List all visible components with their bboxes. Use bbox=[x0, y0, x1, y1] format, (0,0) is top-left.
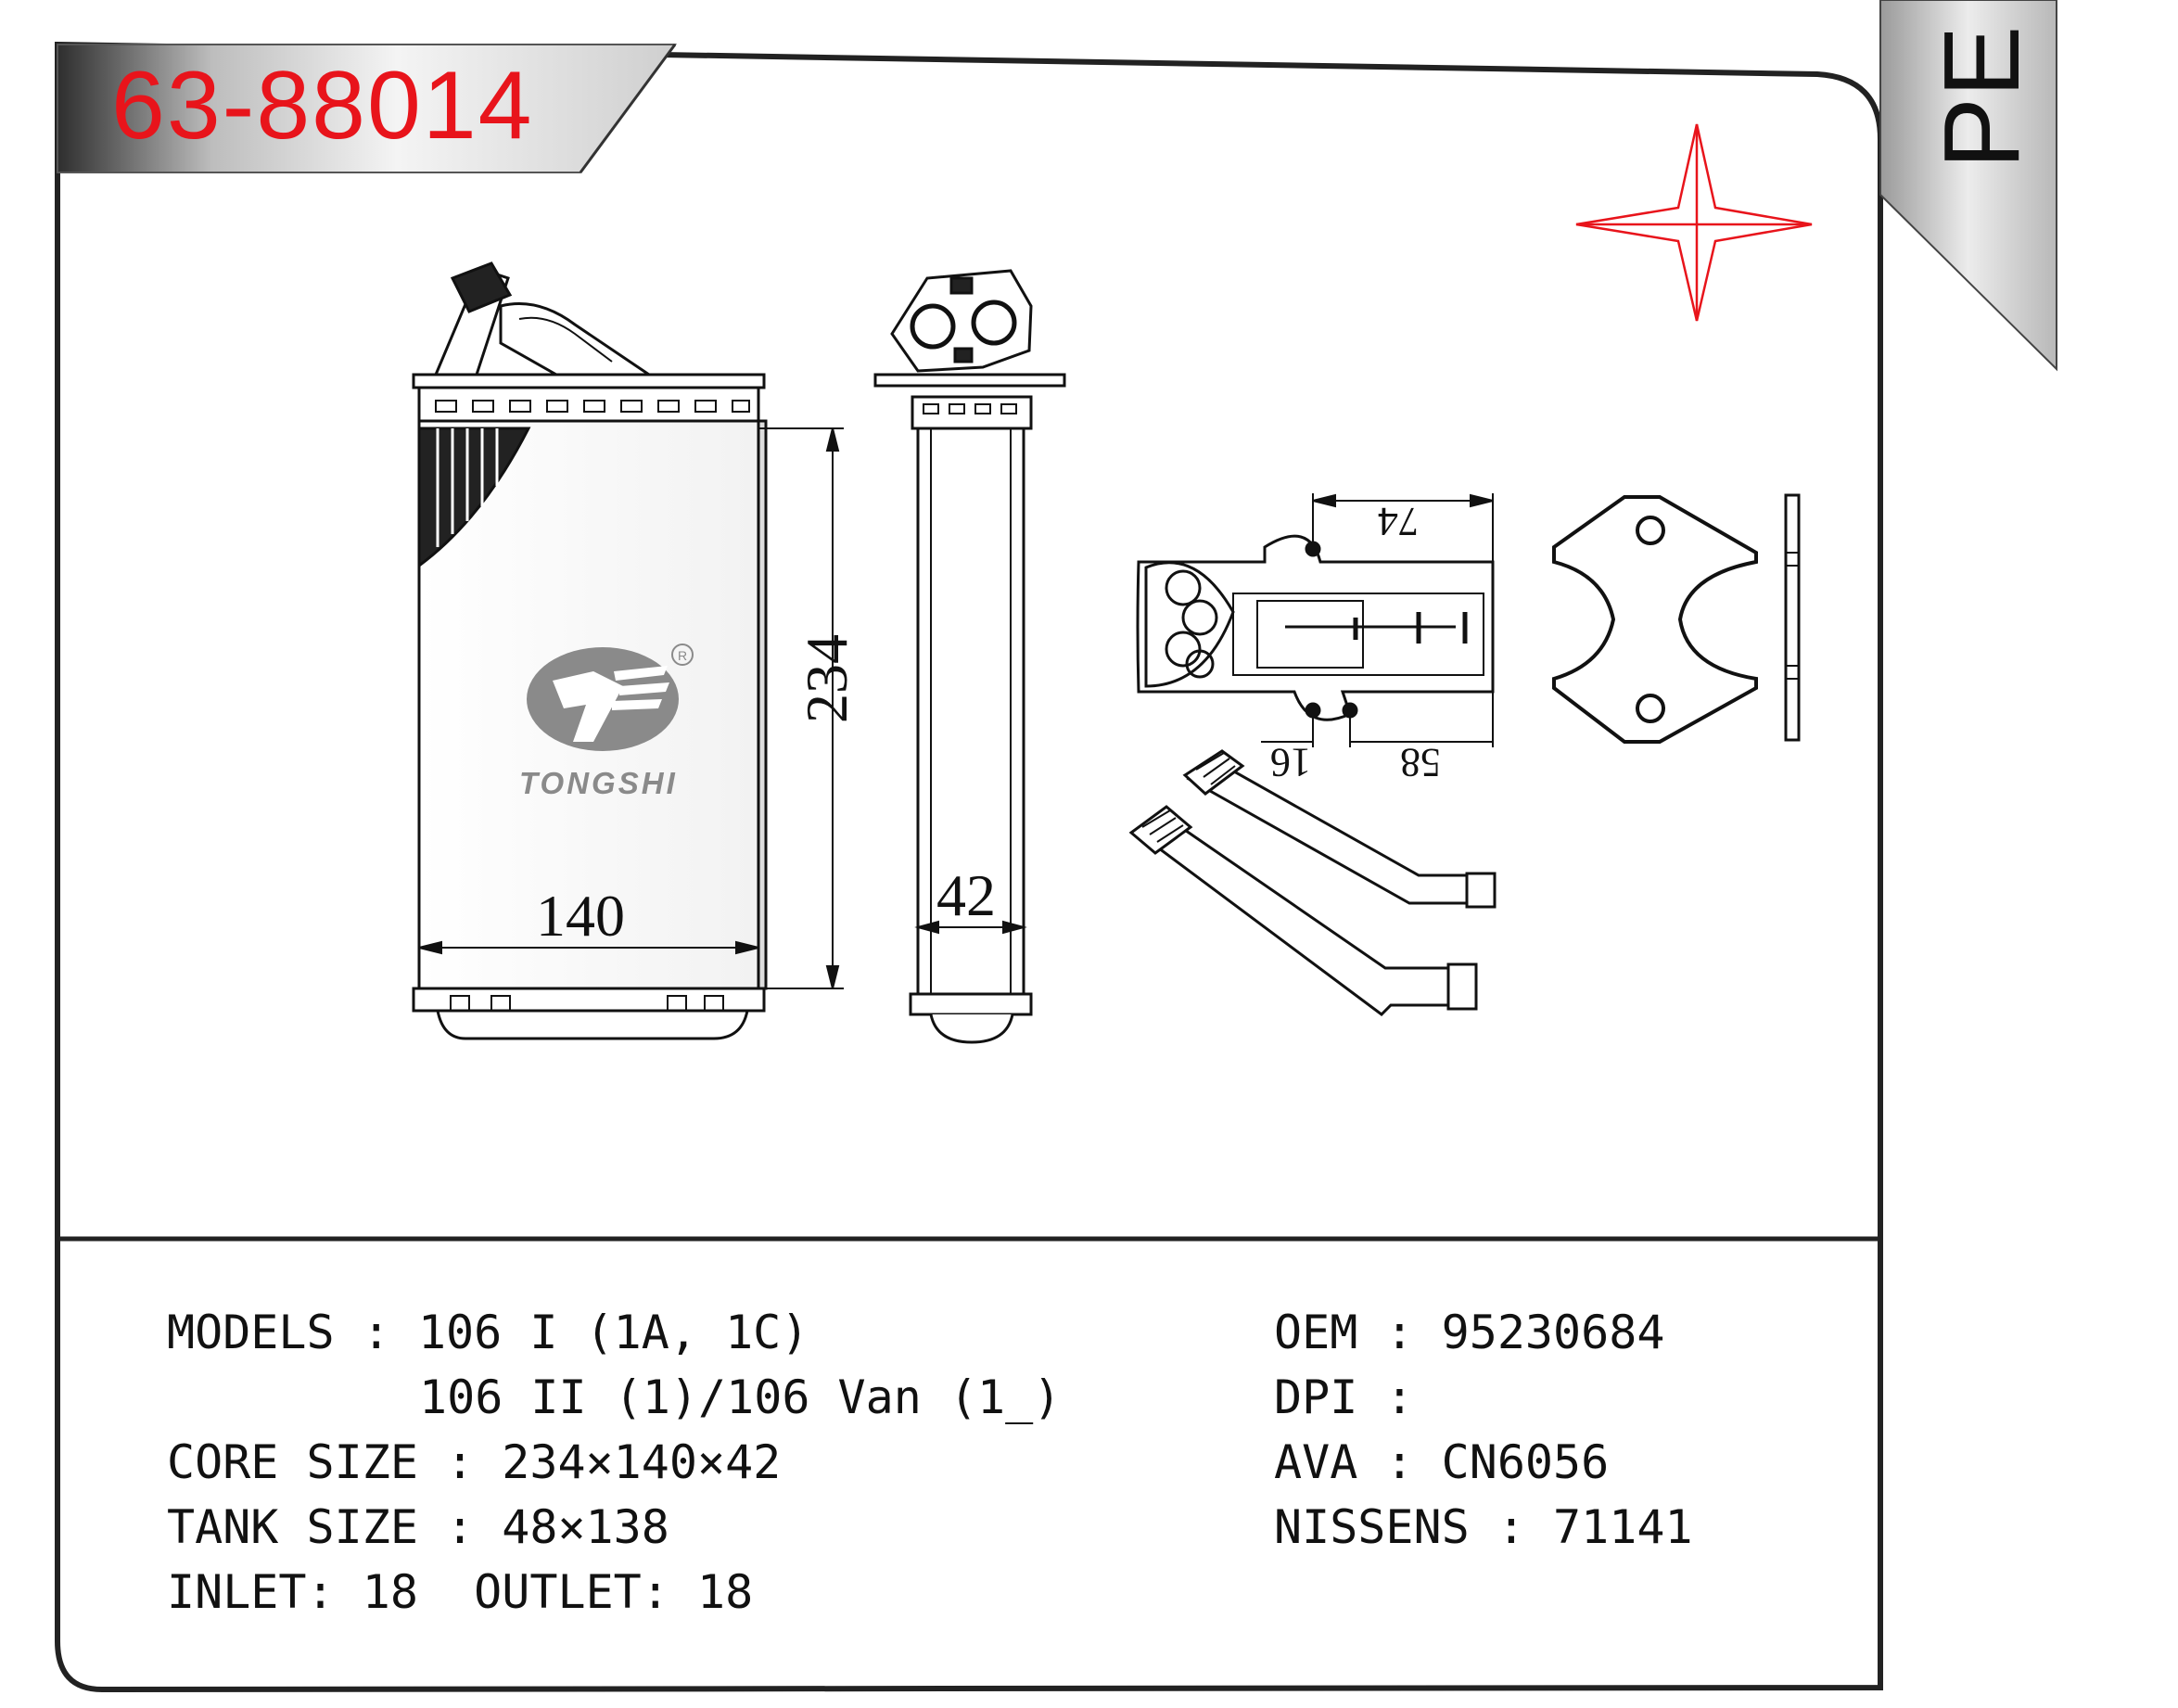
tank-size-row: TANK SIZE : 48×138 bbox=[167, 1500, 669, 1554]
nissens-value: 71141 bbox=[1553, 1500, 1693, 1554]
height-dimension-label: 234 bbox=[794, 634, 860, 723]
core-size-row: CORE SIZE : 234×140×42 bbox=[167, 1435, 782, 1489]
models-label: MODELS bbox=[167, 1306, 335, 1359]
bracket-view bbox=[1136, 534, 1495, 721]
core-size-value: 234×140×42 bbox=[502, 1435, 782, 1489]
hole-offset-label: 16 bbox=[1270, 740, 1311, 785]
logo-wordmark: TONGSHI bbox=[519, 766, 678, 800]
nissens-row: NISSENS : 71141 bbox=[1274, 1500, 1693, 1554]
models-row-2: 106 II (1)/106 Van (1_) bbox=[419, 1374, 1061, 1421]
compass-star-icon bbox=[1575, 123, 1813, 322]
ava-row: AVA : CN6056 bbox=[1274, 1435, 1610, 1489]
brand-code: PE bbox=[1921, 25, 2042, 170]
gasket-view bbox=[1552, 495, 1758, 744]
depth-dimension-line bbox=[914, 920, 1027, 935]
gasket-edge-view bbox=[1784, 493, 1801, 742]
depth-dimension-label: 42 bbox=[936, 862, 996, 928]
oem-row: OEM : 95230684 bbox=[1274, 1306, 1665, 1359]
oem-label: OEM bbox=[1274, 1306, 1358, 1359]
bracket-dimension-lines bbox=[1261, 493, 1494, 747]
inlet-outlet-row: INLET: 18 OUTLET: 18 bbox=[167, 1565, 754, 1619]
tongshi-logo-icon: R bbox=[527, 644, 694, 751]
tank-size-value: 48×138 bbox=[502, 1500, 669, 1554]
brand-flag bbox=[1879, 0, 2057, 372]
side-view bbox=[873, 269, 1066, 1044]
models-line2: 106 II (1)/106 Van (1_) bbox=[419, 1370, 1062, 1424]
width-dimension-label: 140 bbox=[536, 883, 625, 949]
models-line1: 106 I (1A, 1C) bbox=[417, 1306, 809, 1359]
hole-span-label: 58 bbox=[1400, 740, 1441, 785]
models-row: MODELS : 106 I (1A, 1C) bbox=[167, 1306, 809, 1359]
bracket-width-label: 74 bbox=[1378, 499, 1419, 544]
ava-label: AVA bbox=[1274, 1435, 1358, 1489]
height-dimension-line bbox=[758, 427, 844, 989]
ava-value: CN6056 bbox=[1441, 1435, 1610, 1489]
dpi-label: DPI bbox=[1274, 1370, 1358, 1424]
tank-size-label: TANK SIZE bbox=[167, 1500, 418, 1554]
inlet-value: 18 bbox=[362, 1565, 418, 1619]
core-size-label: CORE SIZE bbox=[167, 1435, 418, 1489]
inlet-label: INLET bbox=[167, 1565, 307, 1619]
dpi-row: DPI : bbox=[1274, 1370, 1442, 1424]
oem-value: 95230684 bbox=[1441, 1306, 1665, 1359]
pipes-view bbox=[1128, 749, 1497, 1016]
outlet-label: OUTLET bbox=[474, 1565, 642, 1619]
nissens-label: NISSENS bbox=[1274, 1500, 1470, 1554]
width-dimension-line bbox=[418, 940, 759, 955]
outlet-value: 18 bbox=[697, 1565, 754, 1619]
svg-text:R: R bbox=[678, 648, 687, 663]
part-number: 63-88014 bbox=[111, 52, 534, 159]
